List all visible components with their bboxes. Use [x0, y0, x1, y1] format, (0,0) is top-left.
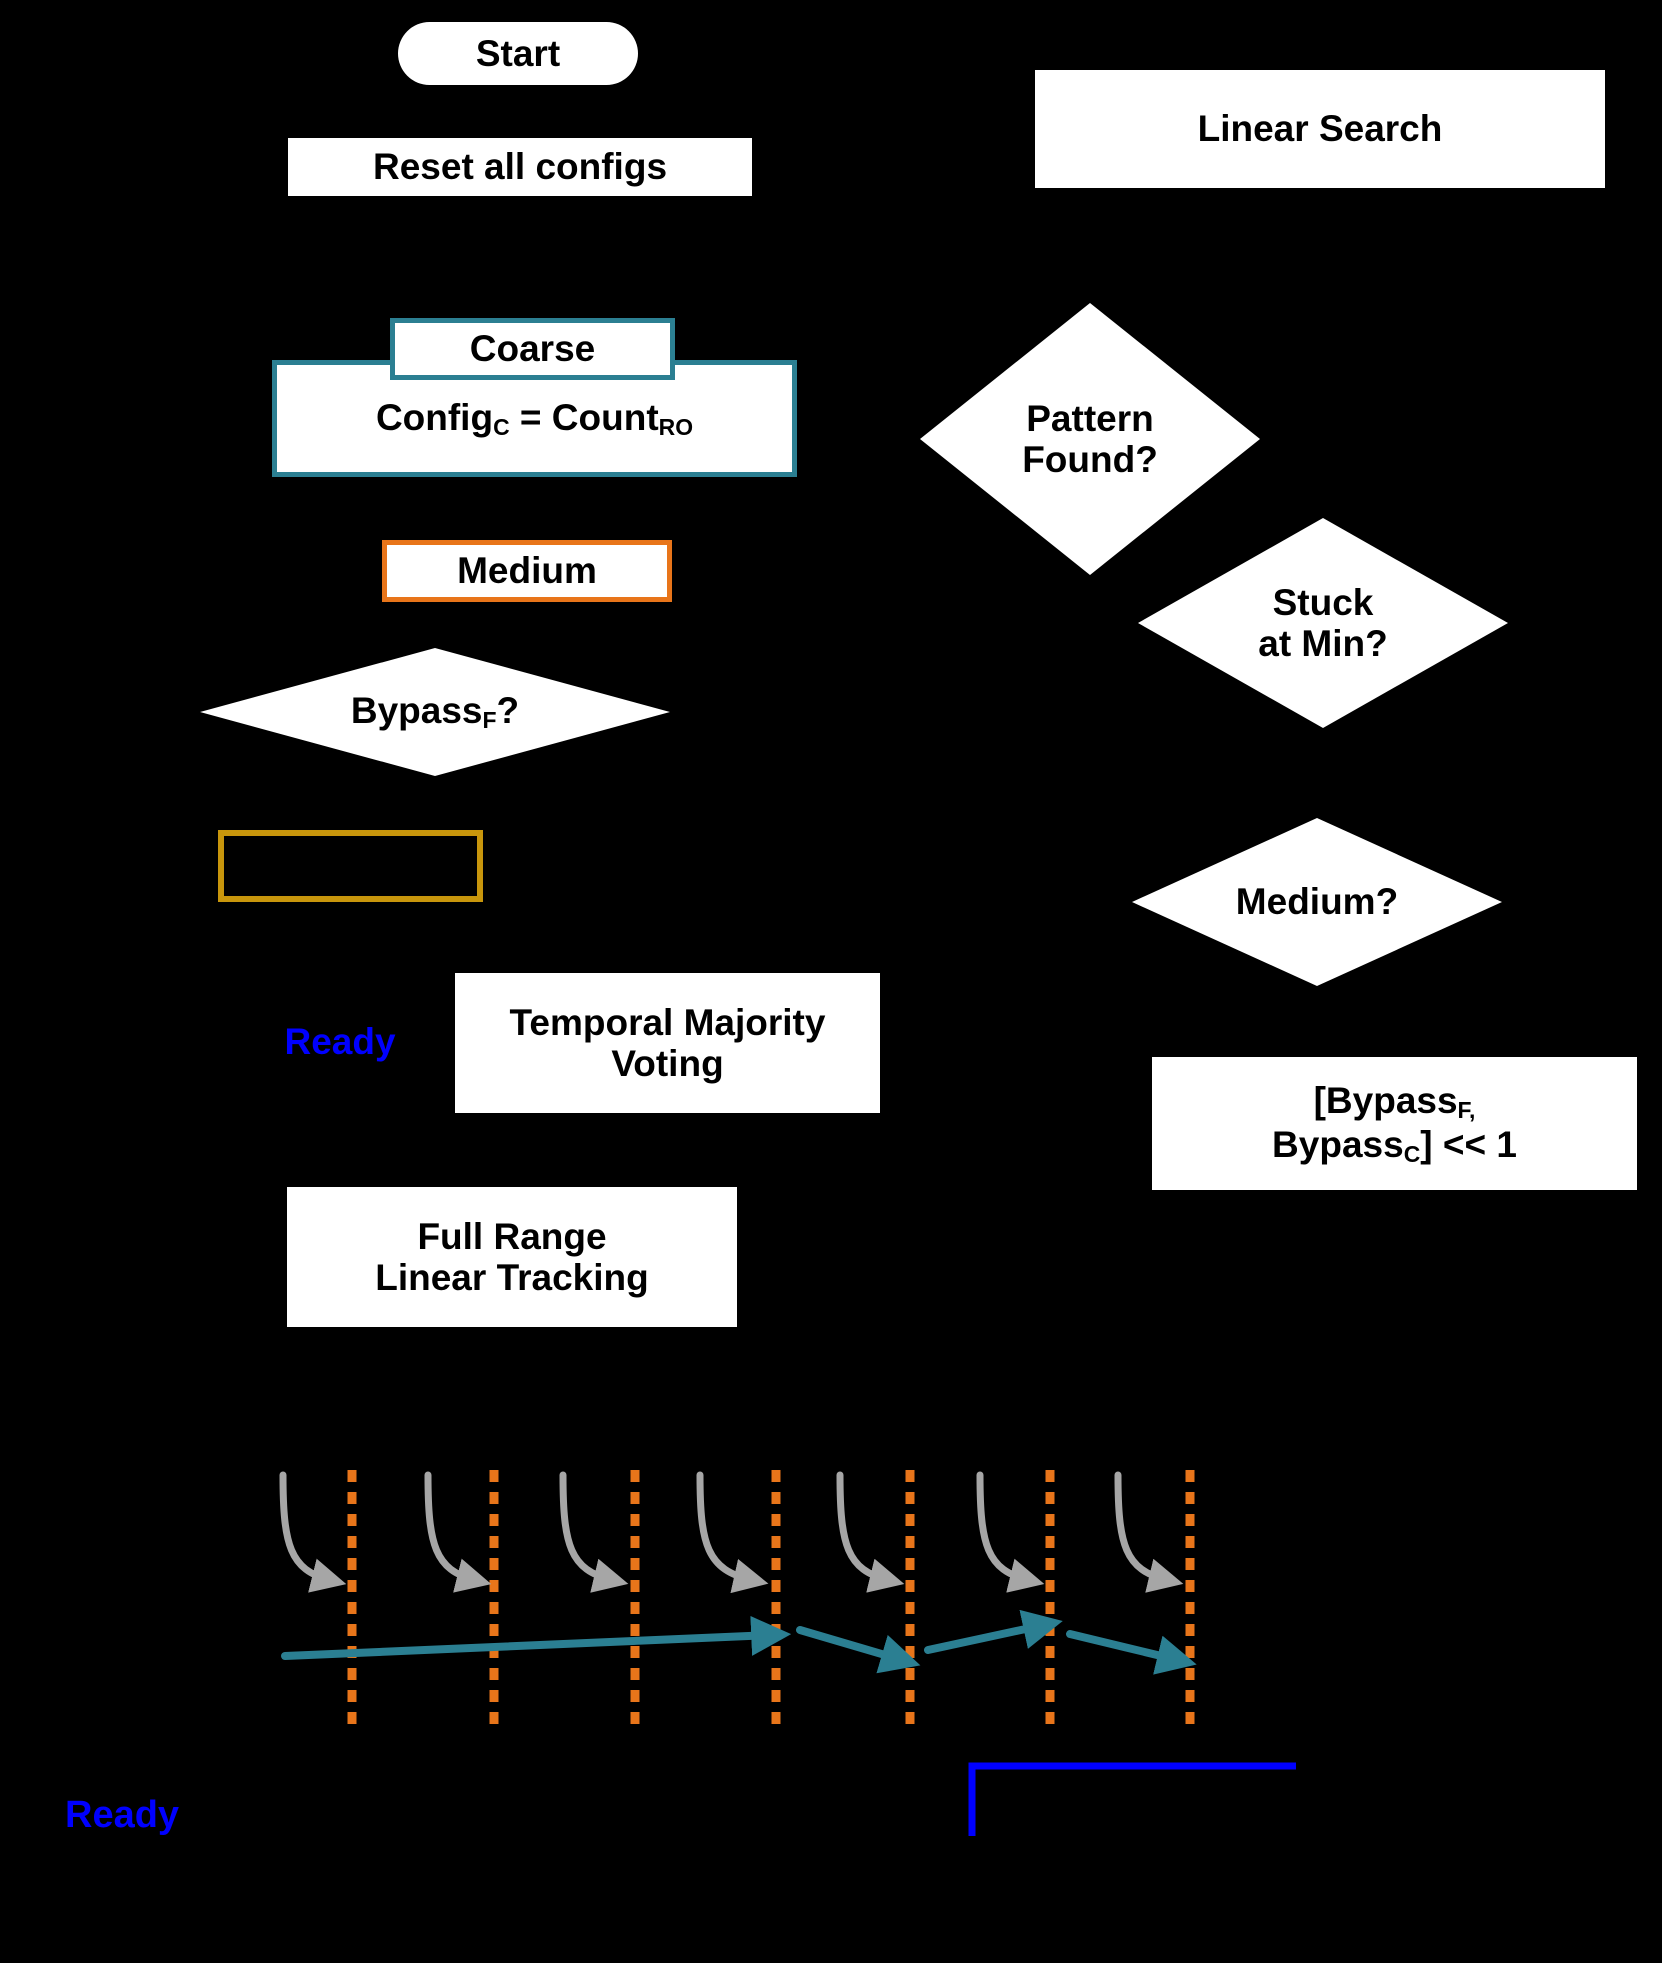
medium-question-label: Medium? [1235, 881, 1399, 923]
hook-arrow [424, 1471, 492, 1593]
bypass-shift-line2-prefix: Bypass [1272, 1123, 1404, 1165]
stuck-line2: at Min? [1258, 623, 1388, 664]
bypass-subscript: F [482, 707, 497, 734]
hook-arrow [976, 1471, 1045, 1593]
hook-arrow [559, 1471, 629, 1593]
bypass-shift-line1-sub: F, [1457, 1096, 1476, 1123]
linear-search-node[interactable]: Linear Search [1035, 70, 1605, 188]
hook-arrow [1114, 1471, 1184, 1593]
hook-arrow [279, 1471, 347, 1593]
bypass-shift-line2-suffix: ] << 1 [1420, 1123, 1517, 1165]
start-label: Start [475, 32, 561, 74]
track-segment [924, 1609, 1063, 1654]
fine-stage-empty-node[interactable] [218, 830, 483, 902]
full-range-linear-tracking-node[interactable]: Full Range Linear Tracking [287, 1187, 737, 1327]
config-mid: = Count [509, 396, 659, 438]
pattern-found-line1: Pattern [1026, 397, 1154, 439]
temporal-text: Temporal Majority Voting [510, 1002, 826, 1085]
start-node[interactable]: Start [398, 22, 638, 85]
fullrange-line1: Full Range [417, 1215, 607, 1257]
pattern-found-line2: Found? [1022, 439, 1158, 480]
temporal-majority-voting-node[interactable]: Temporal Majority Voting [455, 973, 880, 1113]
bypass-shift-line1-prefix: [Bypass [1313, 1079, 1458, 1121]
bypass-f-decision-diamond[interactable]: BypassF? [200, 648, 670, 776]
bypass-shift-line2-sub: C [1403, 1140, 1421, 1167]
hook-arrow-group [279, 1471, 1184, 1594]
ready-text-bottom: Ready [65, 1793, 180, 1836]
pattern-found-decision-diamond[interactable]: Pattern Found? [920, 303, 1260, 575]
coarse-stage-label-node[interactable]: Coarse [390, 318, 675, 380]
stuck-at-min-decision-diamond[interactable]: Stuck at Min? [1138, 518, 1508, 728]
medium-stage-label-node[interactable]: Medium [382, 540, 672, 602]
ready-label-bottom: Ready [65, 1790, 235, 1840]
count-subscript: RO [658, 413, 694, 440]
track-segment [796, 1626, 921, 1674]
medium-decision-diamond[interactable]: Medium? [1132, 818, 1502, 986]
coarse-config-text: ConfigC = CountRO [376, 397, 693, 441]
stuck-line1: Stuck [1272, 581, 1374, 623]
reset-label: Reset all configs [372, 146, 668, 188]
bypass-shift-text: [BypassF, BypassC] << 1 [1272, 1080, 1517, 1167]
ready-label-middle: Ready [260, 1018, 420, 1066]
config-prefix: Config [375, 396, 494, 438]
coarse-label: Coarse [469, 328, 596, 370]
hook-arrow [696, 1471, 769, 1594]
reset-all-configs-node[interactable]: Reset all configs [288, 138, 752, 196]
track-segment [1066, 1630, 1197, 1675]
bypass-prefix: Bypass [350, 690, 483, 732]
track-segment [281, 1615, 792, 1660]
ready-bracket [968, 1762, 1296, 1836]
pattern-found-text: Pattern Found? [1022, 398, 1158, 481]
config-subscript: C [493, 413, 510, 440]
medium-label: Medium [457, 550, 597, 592]
hook-arrow [836, 1471, 905, 1593]
stuck-at-min-text: Stuck at Min? [1258, 582, 1387, 665]
linear-search-label: Linear Search [1197, 108, 1443, 150]
fullrange-text: Full Range Linear Tracking [375, 1216, 649, 1299]
bypass-suffix: ? [496, 690, 520, 732]
bypass-f-text: BypassF? [351, 690, 519, 734]
clock-edge-group [347, 1470, 1195, 1730]
ready-text-middle: Ready [284, 1021, 396, 1063]
temporal-line1: Temporal Majority [509, 1001, 826, 1043]
track-arrow-group [281, 1609, 1197, 1675]
bypass-shift-node[interactable]: [BypassF, BypassC] << 1 [1152, 1057, 1637, 1190]
temporal-line2: Voting [611, 1043, 724, 1084]
fullrange-line2: Linear Tracking [375, 1257, 649, 1298]
